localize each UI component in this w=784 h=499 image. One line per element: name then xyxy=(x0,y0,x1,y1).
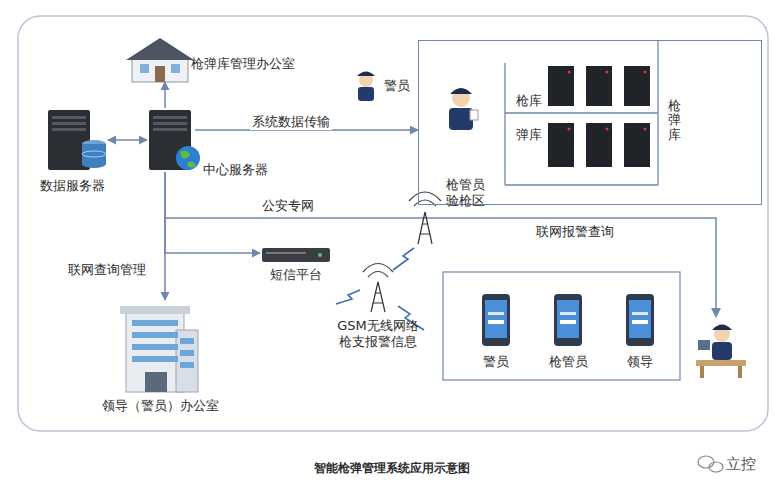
police-icon xyxy=(357,72,375,102)
node-label: 枪弹库管理办公室 xyxy=(191,56,295,72)
edge-label: 系统数据传输 xyxy=(250,114,332,130)
connector xyxy=(165,172,260,253)
node-label: 数据服务器 xyxy=(40,178,105,194)
node-label: 枪弹库 xyxy=(668,99,681,142)
phones-panel xyxy=(443,272,680,380)
alarm-query-label: 联网报警查询 xyxy=(536,224,614,240)
watermark-text: 立控 xyxy=(726,455,756,474)
data-server: 数据服务器 xyxy=(46,108,108,172)
node-label: 短信平台 xyxy=(270,267,322,283)
figure-caption: 智能枪弹管理系统应用示意图 xyxy=(314,460,470,476)
center-server-icon xyxy=(149,110,200,170)
node-label: 枪库 xyxy=(516,93,542,109)
sms-device xyxy=(262,248,330,262)
phones xyxy=(482,294,654,346)
phone-clerk: 枪管员 xyxy=(550,292,586,348)
edge-label: 联网查询管理 xyxy=(66,262,148,278)
store-partitions xyxy=(505,40,658,185)
building-icon xyxy=(120,306,198,392)
ammo-store: 弹库 xyxy=(506,114,659,186)
data-server-icon xyxy=(48,110,106,170)
node-label: 领导（警员）办公室 xyxy=(102,398,219,414)
gun-store: 枪库 xyxy=(506,64,659,114)
node-label: 警员 xyxy=(466,354,526,370)
phone-leader: 领导 xyxy=(622,292,658,348)
node-label: 领导 xyxy=(610,354,670,370)
node-label: 枪管员 验枪区 xyxy=(442,177,488,209)
office-building: 领导（警员）办公室 xyxy=(118,300,204,394)
office-house: 枪弹库管理办公室 xyxy=(125,38,195,82)
inspection-area: 枪管员 验枪区 xyxy=(433,81,493,196)
house-icon xyxy=(126,38,194,82)
node-label: 弹库 xyxy=(516,127,542,143)
wireless-zigzags xyxy=(336,248,424,330)
connector xyxy=(108,139,147,141)
watermark-icon xyxy=(698,456,723,472)
sms-platform: 短信平台 xyxy=(260,246,332,264)
node-label: 中心服务器 xyxy=(203,162,268,178)
armory-box: 枪弹库 枪管员 验枪区 枪库弹库 xyxy=(418,40,762,205)
center-server: 中心服务器 xyxy=(147,108,195,172)
clerk-icon xyxy=(449,88,478,130)
cabinets xyxy=(548,66,650,167)
connector xyxy=(164,82,166,108)
police-person: 警员 xyxy=(352,68,380,102)
tower-icons xyxy=(363,192,441,312)
node-label: 枪管员 xyxy=(538,354,598,370)
gsm-label: GSM无线网络 枪支报警信息 xyxy=(331,318,425,350)
network-label: 公安专网 xyxy=(262,198,314,214)
alarm-desk-icon xyxy=(696,325,746,379)
node-label: 警员 xyxy=(384,78,410,94)
phone-police: 警员 xyxy=(478,292,514,348)
